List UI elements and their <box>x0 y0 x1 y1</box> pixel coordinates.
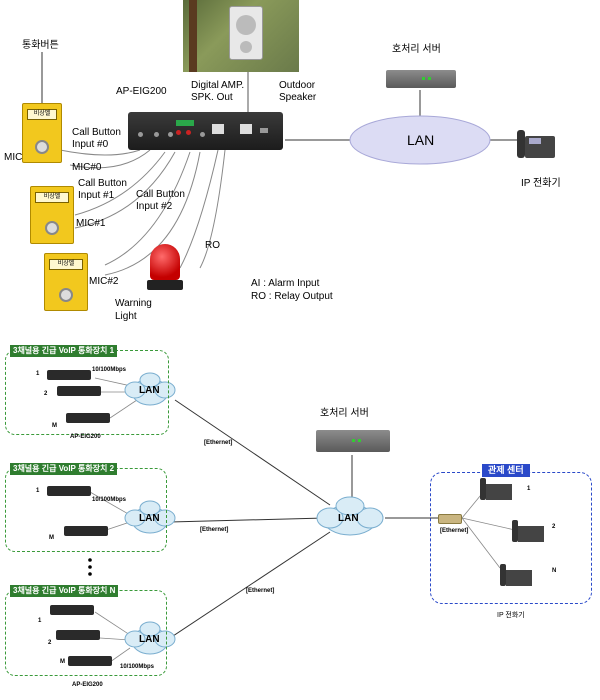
spk-out-label: SPK. Out <box>191 92 233 103</box>
gn-model: AP-EIG200 <box>72 682 103 688</box>
lan-cloud-group2 <box>124 500 176 534</box>
gn-nM: M <box>60 659 65 665</box>
call-button-0 <box>35 140 49 154</box>
lan-cloud-group1 <box>124 372 176 406</box>
g2-device-1 <box>47 486 91 496</box>
phone-n2: 2 <box>552 524 556 530</box>
voip-group-1-title: 3채널용 긴급 VoIP 통화장치 1 <box>10 345 118 357</box>
ip-phone-2-icon <box>512 520 546 544</box>
gn-lan: LAN <box>139 634 160 645</box>
ip-phone-icon <box>517 126 557 160</box>
ip-phone-label-bottom: IP 전화기 <box>497 612 525 619</box>
lan-label-top: LAN <box>407 132 435 148</box>
call-button-label: 통화버튼 <box>22 40 59 51</box>
call-input1-a: Call Button <box>78 178 127 189</box>
emergency-bell-label-1: 비상벨 <box>35 192 69 203</box>
control-center-title: 관제 센터 <box>482 464 530 477</box>
mic1-label: MIC#1 <box>76 218 106 229</box>
ip-phone-label-top: IP 전화기 <box>521 178 561 189</box>
lan-cloud-groupN <box>124 621 176 655</box>
ip-phone-n-icon <box>500 564 534 588</box>
ethernet-label-4: [Ethernet] <box>440 528 469 534</box>
g1-speed: 10/100Mbps <box>92 367 127 373</box>
emergency-box-1: 비상벨 <box>30 186 74 244</box>
call-server-label-top: 호처리 서버 <box>392 44 441 55</box>
emergency-box-0: 비상벨 <box>22 103 62 163</box>
ro-label: RO <box>205 240 220 251</box>
call-button-2 <box>59 288 73 302</box>
device-model-label: AP-EIG200 <box>116 86 167 97</box>
phone-nN: N <box>552 568 557 574</box>
g1-n1: 1 <box>36 371 40 377</box>
call-input1-b: Input #1 <box>78 190 115 201</box>
voip-group-n-title: 3채널용 긴급 VoIP 통화장치 N <box>10 585 119 597</box>
call-server-bottom <box>316 430 390 452</box>
mic-label: MIC <box>4 152 23 163</box>
ap-eig200-device <box>128 112 283 150</box>
g2-n1: 1 <box>36 488 40 494</box>
call-button-1 <box>45 221 59 235</box>
g1-device-2 <box>57 386 101 396</box>
light-label: Light <box>115 311 137 322</box>
outdoor-speaker-photo <box>183 0 299 72</box>
gn-device-2 <box>56 630 100 640</box>
call-server-top <box>386 70 456 88</box>
g1-model: AP-EIG200 <box>70 434 101 440</box>
g2-speed: 10/100Mbps <box>92 497 127 503</box>
central-lan-label: LAN <box>338 513 359 524</box>
ethernet-label-1: [Ethernet] <box>204 440 233 446</box>
ro-legend: RO : Relay Output <box>251 291 333 302</box>
mic0-label: MIC#0 <box>72 162 102 173</box>
mic2-label: MIC#2 <box>89 276 119 287</box>
gn-n1: 1 <box>38 618 42 624</box>
outdoor-label: Outdoor <box>279 80 316 91</box>
voip-group-2-title: 3채널용 긴급 VoIP 통화장치 2 <box>10 463 118 475</box>
g2-lan: LAN <box>139 513 160 524</box>
emergency-bell-label-2: 비상벨 <box>49 259 83 270</box>
emergency-bell-label-0: 비상벨 <box>27 109 57 120</box>
g1-lan: LAN <box>139 385 160 396</box>
digital-amp-label: Digital AMP. <box>191 80 245 91</box>
g1-nM: M <box>52 423 57 429</box>
voip-group-2-box <box>5 468 167 552</box>
gn-device-1 <box>50 605 94 615</box>
call-input2-b: Input #2 <box>136 201 173 212</box>
call-server-label-bottom: 호처리 서버 <box>320 408 369 419</box>
g2-device-m <box>64 526 108 536</box>
call-input2-a: Call Button <box>136 189 185 200</box>
ethernet-label-2: [Ethernet] <box>200 527 229 533</box>
warning-label: Warning <box>115 298 152 309</box>
ip-phone-1-icon <box>480 478 514 502</box>
gn-speed: 10/100Mbps <box>120 664 155 670</box>
gn-n2: 2 <box>48 640 52 646</box>
g2-nM: M <box>49 535 54 541</box>
ethernet-label-3: [Ethernet] <box>246 588 275 594</box>
switch-device <box>438 514 462 524</box>
call-input0-a: Call Button <box>72 127 121 138</box>
speaker-label: Speaker <box>279 92 317 103</box>
g1-device-m <box>66 413 110 423</box>
call-input0-b: Input #0 <box>72 139 109 150</box>
phone-n1: 1 <box>527 486 531 492</box>
emergency-box-2: 비상벨 <box>44 253 88 311</box>
gn-device-m <box>68 656 112 666</box>
ai-legend: AI : Alarm Input <box>251 278 320 289</box>
g1-n2: 2 <box>44 391 48 397</box>
g1-device-1 <box>47 370 91 380</box>
lan-cloud-central <box>316 496 384 536</box>
warning-light-icon <box>147 244 183 296</box>
